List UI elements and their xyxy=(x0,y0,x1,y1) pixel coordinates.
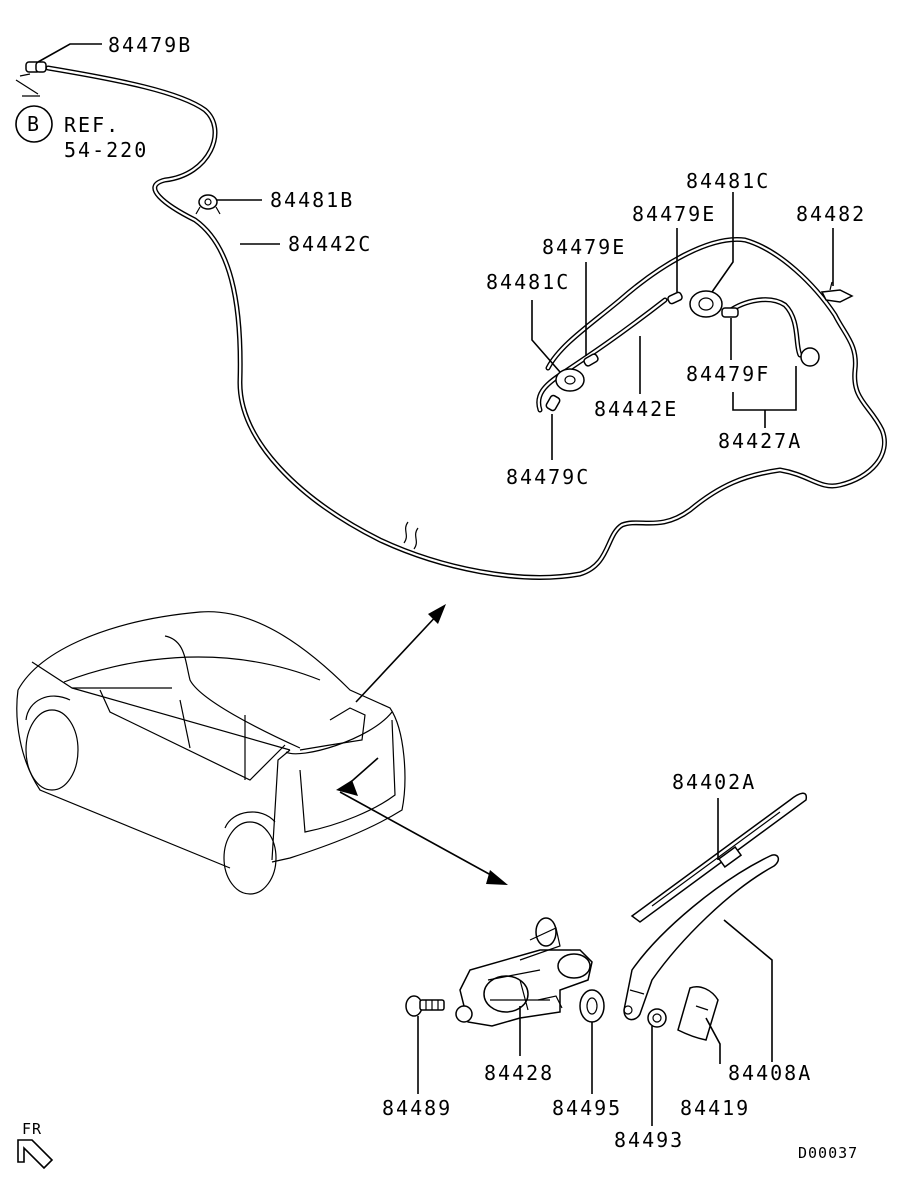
label-84479c: 84479C xyxy=(506,465,590,489)
label-84442e: 84442E xyxy=(594,397,678,421)
ref-label: REF. xyxy=(64,113,120,137)
connector-84479f xyxy=(721,307,739,318)
washer-hose-84442c xyxy=(45,65,887,580)
joint-84427a xyxy=(800,347,820,367)
label-84481b: 84481B xyxy=(270,188,354,212)
leader-84481c-top xyxy=(711,192,734,293)
arrow-to-wiper-detail xyxy=(336,757,508,885)
car-body-outline xyxy=(16,611,406,895)
label-84479e-top: 84479E xyxy=(632,202,716,226)
washer-84495 xyxy=(579,989,605,1094)
leader-84481c-left xyxy=(531,300,561,373)
label-84489: 84489 xyxy=(382,1096,452,1120)
label-84419: 84419 xyxy=(680,1096,750,1120)
ref-page: 54-220 xyxy=(64,138,148,162)
nozzle-84482 xyxy=(820,281,854,303)
wiper-arm-84408a xyxy=(623,854,780,1062)
wiper-motor-84428 xyxy=(455,917,593,1056)
clip-84481c-left xyxy=(555,368,585,392)
clip-84481c-top xyxy=(689,290,723,318)
arrow-to-hose-detail xyxy=(355,604,446,703)
nozzle-84479b xyxy=(15,43,102,97)
label-84481c-top: 84481C xyxy=(686,169,770,193)
connector-84479c xyxy=(545,394,561,412)
diagram-code: D00037 xyxy=(798,1144,858,1162)
label-84493: 84493 xyxy=(614,1128,684,1152)
nut-84493 xyxy=(647,1008,667,1126)
leader-84427a xyxy=(732,366,797,428)
direction-label: FR xyxy=(22,1120,42,1138)
label-84482: 84482 xyxy=(796,202,866,226)
wiper-blade-84402a xyxy=(630,792,808,923)
label-84427a: 84427A xyxy=(718,429,802,453)
connector-84479e-left xyxy=(583,353,599,367)
label-84408a: 84408A xyxy=(728,1061,812,1085)
label-84479f: 84479F xyxy=(686,362,770,386)
label-84495: 84495 xyxy=(552,1096,622,1120)
label-84479b: 84479B xyxy=(108,33,192,57)
ref-circle-letter: B xyxy=(27,112,41,136)
label-84479e-left: 84479E xyxy=(542,235,626,259)
label-84428: 84428 xyxy=(484,1061,554,1085)
washer-hose-84442e xyxy=(536,297,803,413)
ref-circle xyxy=(15,105,53,143)
label-84481c-left: 84481C xyxy=(486,270,570,294)
front-direction-arrow xyxy=(17,1139,54,1170)
label-84402a: 84402A xyxy=(672,770,756,794)
bolt-84489 xyxy=(405,995,445,1094)
connector-84479e-top xyxy=(667,291,683,305)
label-84442c: 84442C xyxy=(288,232,372,256)
clip-84481b xyxy=(195,194,262,215)
wiper-cap-84419 xyxy=(677,986,721,1064)
